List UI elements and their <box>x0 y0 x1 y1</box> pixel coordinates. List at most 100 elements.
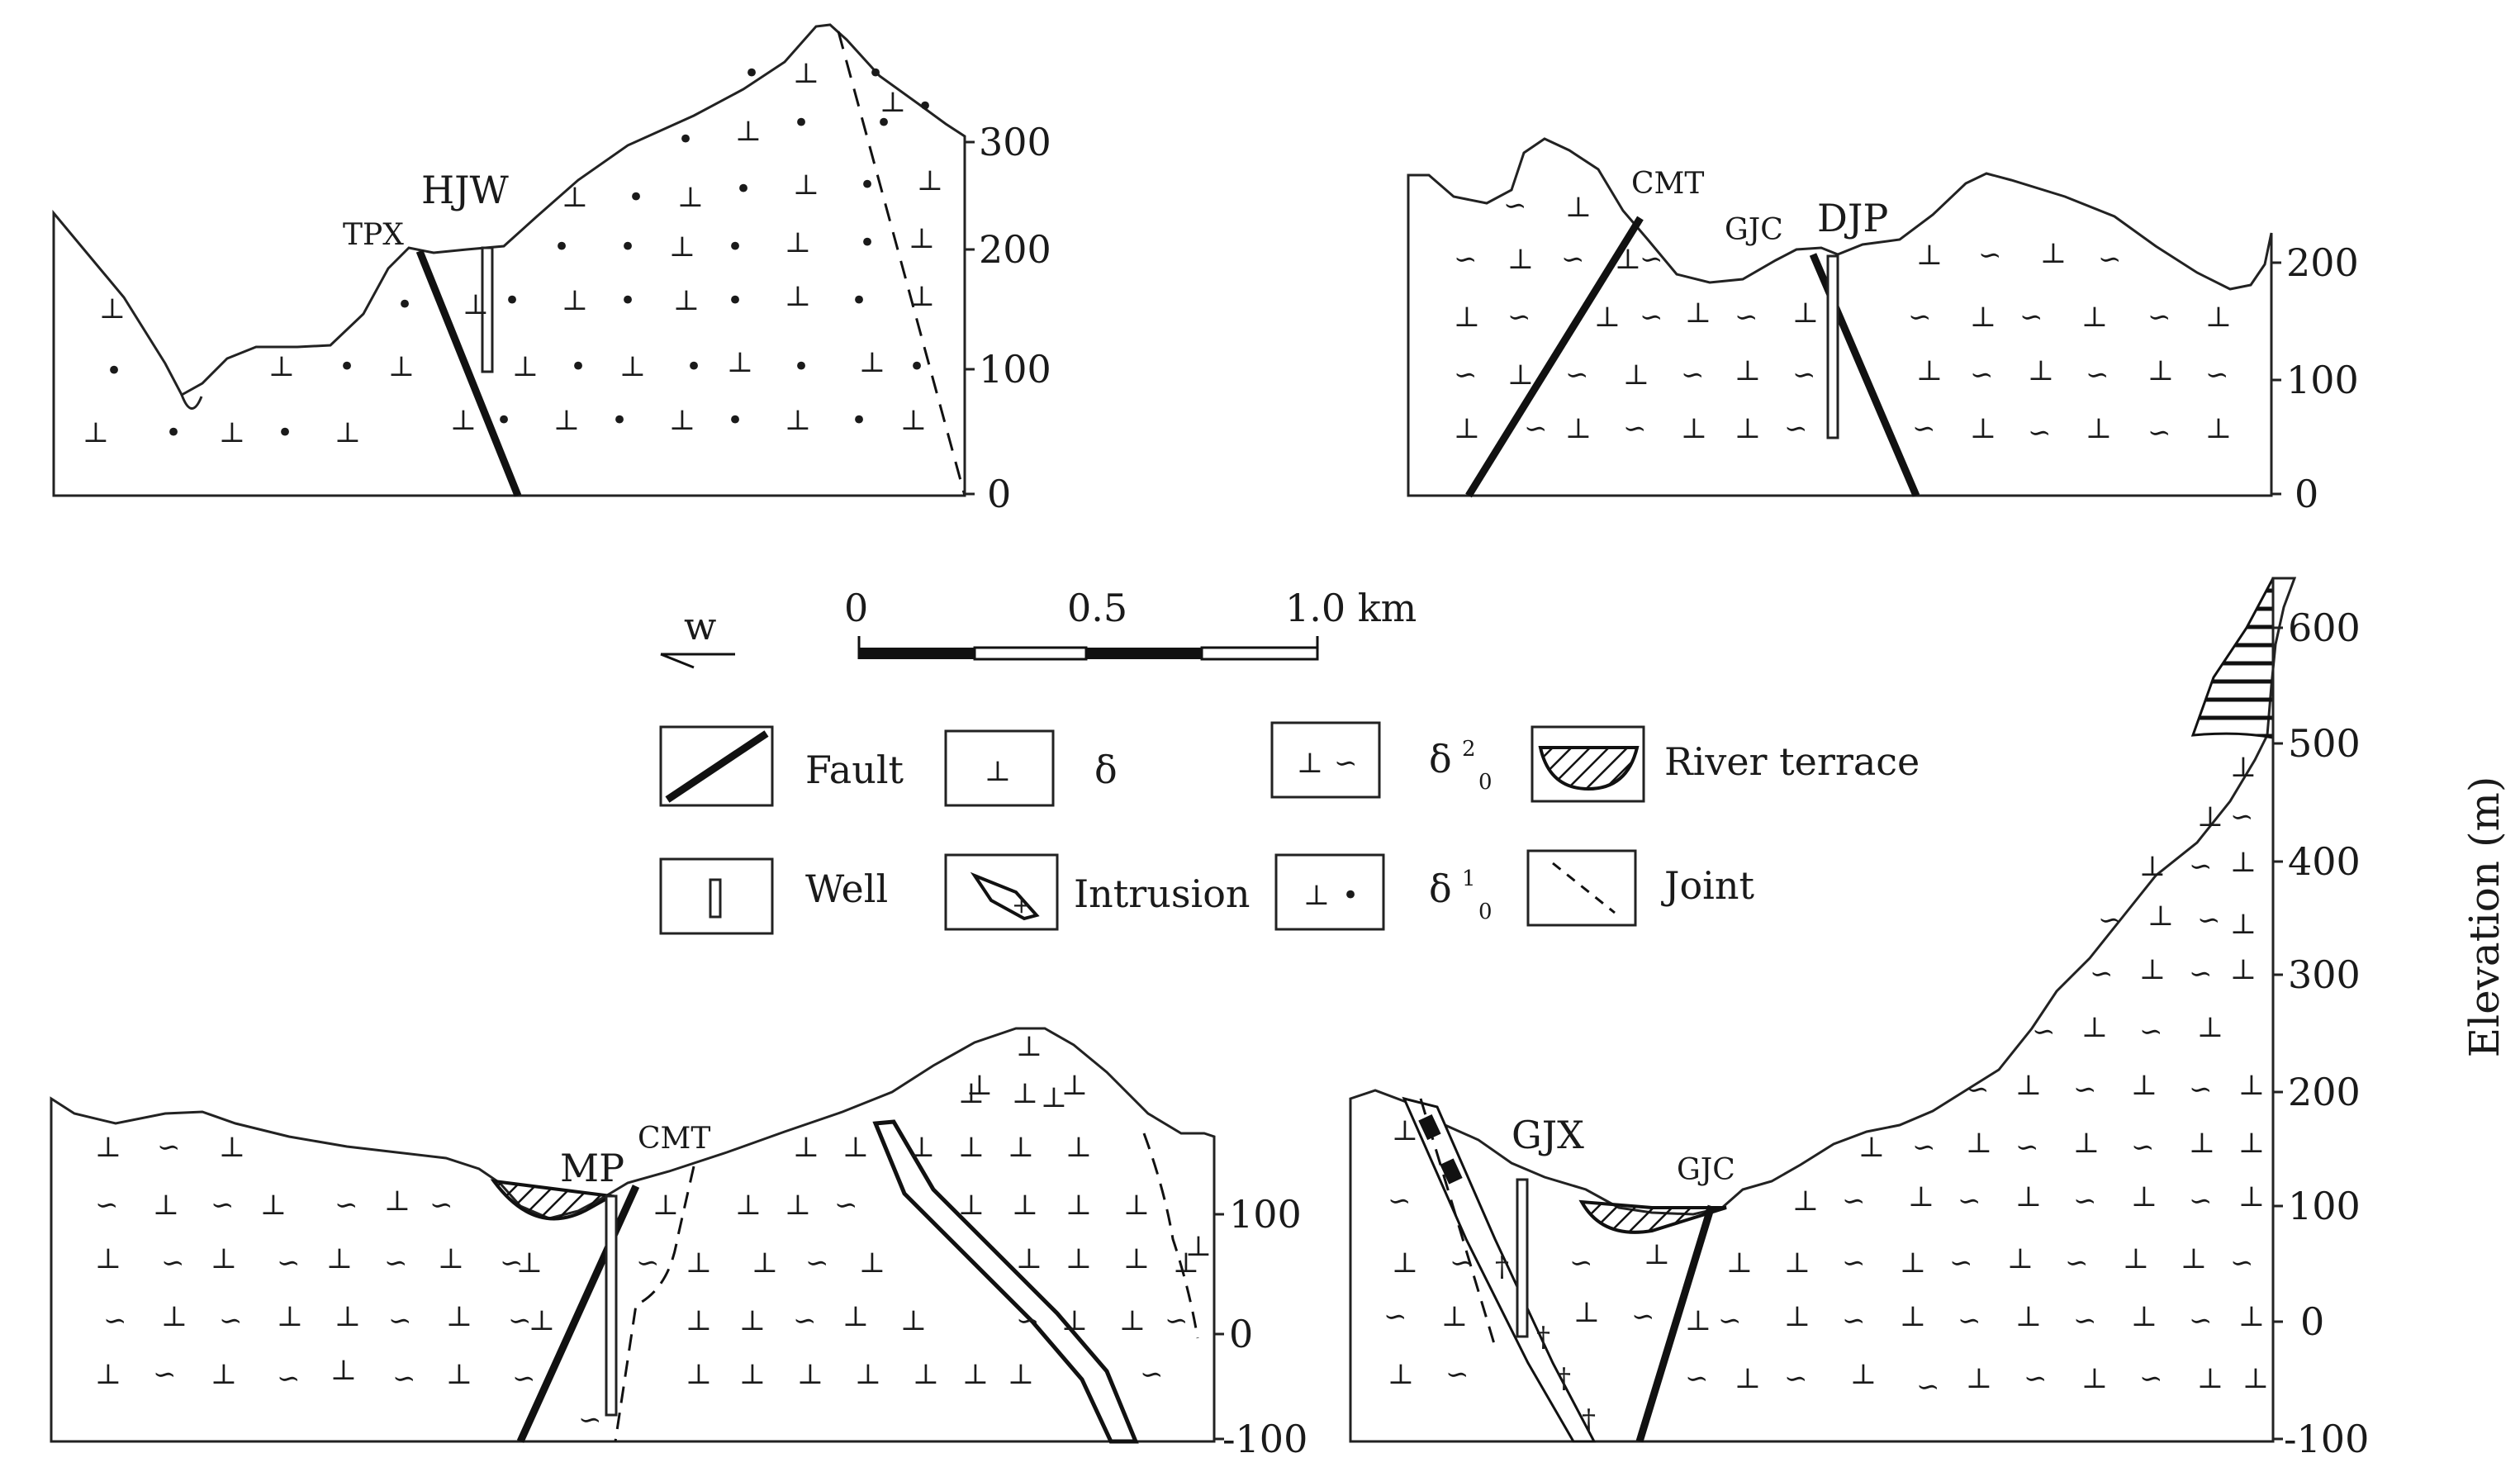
svg-text:⊥: ⊥ <box>2015 1180 2042 1213</box>
tick-label: 600 <box>2288 605 2361 650</box>
section-hjw-joint <box>837 31 966 496</box>
svg-text:∽: ∽ <box>1958 1185 1981 1218</box>
svg-text:⊥: ⊥ <box>1735 1362 1761 1395</box>
svg-text:⊥: ⊥ <box>211 1242 237 1275</box>
svg-text:∽: ∽ <box>388 1304 412 1337</box>
svg-text:∽: ∽ <box>1640 301 1663 334</box>
svg-text:∽: ∽ <box>1561 243 1585 276</box>
section-djp-well <box>1826 254 1839 439</box>
svg-text:•: • <box>735 173 752 206</box>
svg-text:∽: ∽ <box>2189 957 2213 990</box>
svg-text:⊥: ⊥ <box>1966 1362 1992 1395</box>
svg-text:⊥: ⊥ <box>752 1246 778 1280</box>
svg-text:⊥: ⊥ <box>909 280 935 313</box>
svg-text:∽: ∽ <box>2032 1015 2056 1048</box>
svg-text:⊥: ⊥ <box>2147 354 2174 387</box>
section-djp-outline <box>1407 137 2273 497</box>
svg-text:⊥: ⊥ <box>739 1304 766 1337</box>
svg-text:⊥: ⊥ <box>219 416 245 449</box>
svg-text:∽: ∽ <box>1334 747 1358 780</box>
svg-text:⊥: ⊥ <box>917 164 943 197</box>
svg-text:⊥: ⊥ <box>330 1354 357 1387</box>
svg-text:⊥: ⊥ <box>2147 900 2174 933</box>
svg-text:⊥: ⊥ <box>95 1131 121 1164</box>
river-terrace-icon <box>1531 725 1645 803</box>
site-label-gjc: GJC <box>1677 1153 1735 1187</box>
svg-text:⊥: ⊥ <box>211 1358 237 1391</box>
svg-text:•: • <box>396 288 413 321</box>
svg-text:∽: ∽ <box>2098 904 2122 937</box>
svg-text:⊥: ⊥ <box>985 755 1011 788</box>
section-mp-joint-right <box>1142 1132 1199 1339</box>
svg-text:⊥: ⊥ <box>1685 1304 1711 1337</box>
svg-text:⊥: ⊥ <box>1644 1238 1670 1271</box>
svg-text:∽: ∽ <box>2189 1185 2213 1218</box>
delta-icon: ⊥ <box>944 729 1055 807</box>
svg-text:∽: ∽ <box>793 1304 817 1337</box>
svg-text:∽: ∽ <box>500 1246 524 1280</box>
svg-text:∽: ∽ <box>1958 1304 1981 1337</box>
svg-text:⊥: ⊥ <box>1685 297 1711 330</box>
section-gjx-joint <box>1419 1098 1497 1347</box>
section-mp-rock-symbols: ⊥∽⊥∽⊥∽⊥∽⊥∽⊥∽⊥∽⊥∽⊥∽∽⊥∽⊥⊥∽⊥∽⊥∽⊥∽⊥∽⊥∽⊥⊥∽⊥∽⊥… <box>95 1030 1212 1436</box>
svg-text:•: • <box>1342 879 1359 912</box>
svg-text:⊥: ⊥ <box>2238 1300 2265 1333</box>
site-label-tpx: TPX <box>343 218 404 252</box>
legend-label: δ <box>1094 748 1118 792</box>
svg-text:•: • <box>277 416 293 449</box>
scale-tick-label: 1.0 km <box>1285 586 1417 630</box>
svg-text:⊥: ⊥ <box>2028 354 2054 387</box>
svg-text:⊥: ⊥ <box>2238 1127 2265 1160</box>
svg-text:⊥: ⊥ <box>2081 1011 2108 1044</box>
section-gjx-intrusion-block <box>1440 1158 1463 1185</box>
svg-text:⊥: ⊥ <box>842 1131 869 1164</box>
svg-text:⊥: ⊥ <box>1173 1246 1199 1280</box>
svg-text:∽: ∽ <box>2230 800 2254 833</box>
svg-text:∽: ∽ <box>1842 1246 1866 1280</box>
svg-text:⊥: ⊥ <box>1594 301 1621 334</box>
svg-text:⊥: ⊥ <box>2015 1300 2042 1333</box>
svg-text:⊥: ⊥ <box>2205 412 2232 445</box>
tick-label: 0 <box>2295 472 2318 516</box>
svg-text:∽: ∽ <box>1685 1362 1709 1395</box>
svg-text:•: • <box>106 354 122 387</box>
section-hjw-fault <box>415 249 522 497</box>
svg-text:⊥: ⊥ <box>686 1304 712 1337</box>
svg-text:•: • <box>727 284 743 317</box>
section-gjx: ⊥∽⊥∽∽⊥⊥∽∽⊥⊥∽††††∽⊥⊥⊥∽⊥∽⊥∽⊥⊥∽∽⊥∽⊥∽⊥∽⊥∽⊥⊥∽… <box>1349 577 2369 1461</box>
svg-text:⊥: ⊥ <box>446 1358 472 1391</box>
section-mp-well <box>605 1194 618 1417</box>
svg-text:⊥: ⊥ <box>2131 1069 2157 1102</box>
svg-text:⊥: ⊥ <box>2139 850 2166 883</box>
svg-text:•: • <box>793 350 809 383</box>
tick-label: 100 <box>979 347 1051 392</box>
svg-text:∽: ∽ <box>2028 416 2052 449</box>
tick-label: 0 <box>2300 1299 2324 1344</box>
section-gjx-well <box>1516 1178 1529 1338</box>
svg-text:∽: ∽ <box>834 1189 858 1222</box>
tick-label: 400 <box>2288 839 2361 884</box>
svg-text:⊥: ⊥ <box>1123 1189 1150 1222</box>
svg-text:⊥: ⊥ <box>1012 1189 1038 1222</box>
svg-text:∽: ∽ <box>1916 1370 1940 1403</box>
svg-text:⊥: ⊥ <box>2139 953 2166 986</box>
svg-text:⊥: ⊥ <box>1012 1077 1038 1110</box>
svg-text:⊥: ⊥ <box>99 292 126 325</box>
svg-text:⊥: ⊥ <box>1065 1131 1092 1164</box>
svg-text:⊥: ⊥ <box>516 1246 543 1280</box>
svg-text:⊥: ⊥ <box>335 1300 361 1333</box>
svg-text:⊥: ⊥ <box>653 1189 679 1222</box>
svg-text:∽: ∽ <box>2073 1073 2097 1106</box>
site-label-gjc: GJC <box>1725 213 1783 247</box>
svg-text:⊥: ⊥ <box>1065 1189 1092 1222</box>
svg-text:⊥: ⊥ <box>1123 1242 1150 1275</box>
legend: Fault ⊥ δ ⊥ ∽ δ 2 0 River terrace <box>659 721 1920 935</box>
svg-text:⊥: ⊥ <box>1970 301 1996 334</box>
svg-text:⊥: ⊥ <box>1008 1358 1034 1391</box>
svg-text:⊥: ⊥ <box>727 346 753 379</box>
svg-text:⊥: ⊥ <box>1916 354 1943 387</box>
svg-text:∽: ∽ <box>2189 1073 2213 1106</box>
svg-text:∽: ∽ <box>1912 412 1936 445</box>
legend-label: Intrusion <box>1074 871 1251 916</box>
scale-tick-label: 0 <box>844 586 868 630</box>
